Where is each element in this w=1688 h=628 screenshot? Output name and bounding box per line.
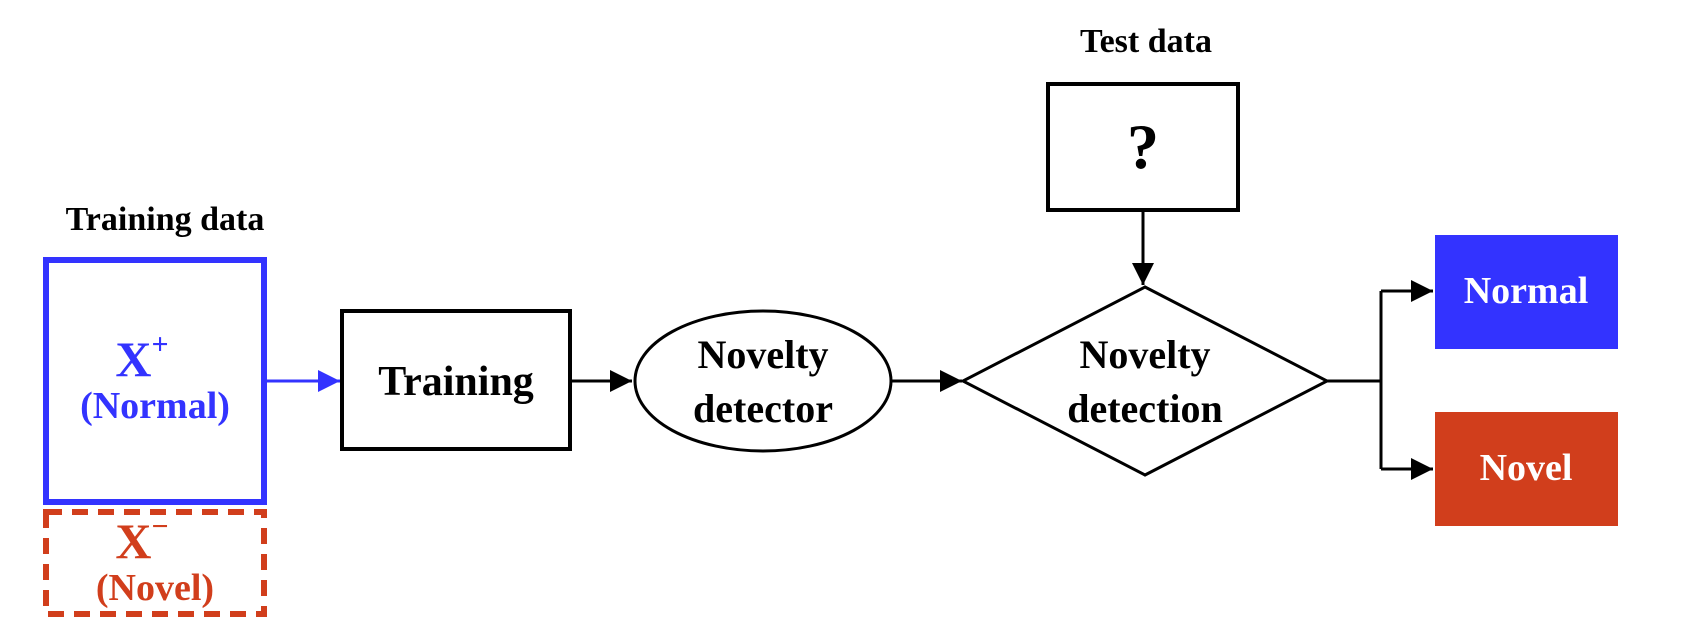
novelty-detection-diamond	[959, 285, 1331, 477]
novelty-detection-line1: Novelty	[1079, 332, 1210, 377]
output-normal-label: Normal	[1464, 270, 1589, 312]
novel-symbol-x: X	[115, 513, 151, 569]
novelty-detector-line1: Novelty	[697, 332, 828, 377]
novel-caption: (Novel)	[96, 567, 214, 609]
normal-training-box	[43, 257, 267, 505]
training-data-label: Training data	[66, 201, 265, 238]
test-data-question: ?	[1127, 111, 1159, 182]
novel-symbol: X−	[115, 510, 168, 569]
normal-symbol-sup: +	[152, 328, 169, 361]
novel-training-box	[43, 509, 267, 617]
output-normal-box	[1435, 235, 1618, 349]
normal-symbol-x: X	[115, 331, 151, 387]
test-data-label: Test data	[1080, 23, 1212, 60]
output-novel-box	[1435, 412, 1618, 526]
output-novel-label: Novel	[1480, 447, 1573, 489]
novelty-detector-line2: detector	[693, 386, 833, 431]
normal-symbol: X+	[115, 328, 168, 387]
novel-symbol-sup: −	[152, 510, 169, 543]
normal-caption: (Normal)	[80, 385, 230, 427]
training-box-label: Training	[378, 359, 534, 405]
novelty-detection-line2: detection	[1067, 386, 1223, 431]
